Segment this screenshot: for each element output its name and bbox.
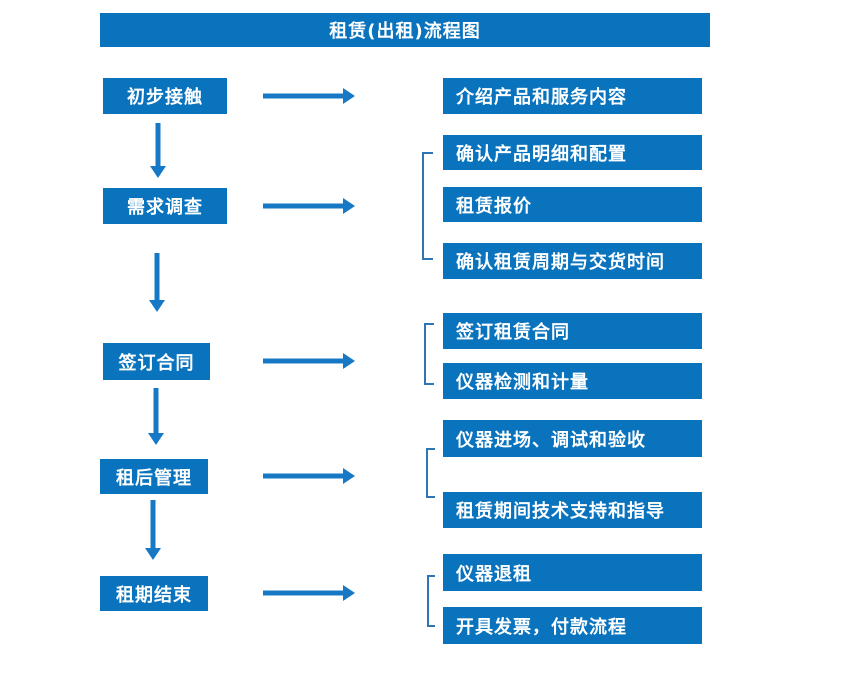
right-arrow-head — [343, 468, 355, 484]
right-arrow-shaft — [263, 93, 344, 99]
down-arrow-shaft — [154, 253, 160, 301]
down-arrow-head — [148, 433, 164, 445]
down-arrow-shaft — [153, 388, 159, 434]
detail-box-rental-quote: 租赁报价 — [443, 187, 702, 222]
detail-box-instrument-return: 仪器退租 — [443, 554, 702, 591]
down-arrow-head — [149, 300, 165, 312]
detail-box-sign-rental-contract: 签订租赁合同 — [443, 313, 702, 349]
down-arrow — [150, 123, 166, 178]
detail-box-technical-support: 租赁期间技术支持和指导 — [443, 492, 702, 528]
step-box-sign-contract: 签订合同 — [103, 343, 210, 380]
right-arrow-head — [343, 585, 355, 601]
step-box-rental-end: 租期结束 — [100, 576, 208, 611]
group-bracket — [422, 152, 433, 260]
down-arrow — [149, 253, 165, 312]
down-arrow-shaft — [155, 123, 161, 167]
down-arrow — [145, 500, 161, 560]
right-arrow — [263, 585, 355, 601]
group-bracket — [427, 575, 435, 627]
detail-box-introduce-products: 介绍产品和服务内容 — [443, 78, 702, 114]
right-arrow — [263, 353, 355, 369]
detail-box-instrument-inspection: 仪器检测和计量 — [443, 363, 702, 399]
group-bracket — [424, 323, 434, 385]
down-arrow-head — [150, 166, 166, 178]
detail-box-confirm-product-details: 确认产品明细和配置 — [443, 135, 702, 170]
group-bracket — [426, 448, 435, 498]
down-arrow — [148, 388, 164, 445]
right-arrow-shaft — [263, 590, 344, 596]
right-arrow — [263, 88, 355, 104]
step-box-initial-contact: 初步接触 — [103, 78, 227, 114]
down-arrow-head — [145, 548, 161, 560]
down-arrow-shaft — [150, 500, 156, 549]
right-arrow-shaft — [263, 473, 344, 479]
detail-box-invoice-payment: 开具发票，付款流程 — [443, 607, 702, 644]
right-arrow — [263, 198, 355, 214]
detail-box-confirm-rental-period: 确认租赁周期与交货时间 — [443, 243, 702, 279]
step-box-demand-survey: 需求调查 — [103, 188, 227, 224]
step-box-post-rental-management: 租后管理 — [100, 459, 208, 494]
right-arrow-shaft — [263, 203, 344, 209]
chart-title: 租赁(出租)流程图 — [100, 13, 710, 47]
right-arrow-head — [343, 88, 355, 104]
right-arrow-head — [343, 198, 355, 214]
right-arrow — [263, 468, 355, 484]
detail-box-instrument-setup-acceptance: 仪器进场、调试和验收 — [443, 420, 702, 457]
right-arrow-shaft — [263, 358, 344, 364]
right-arrow-head — [343, 353, 355, 369]
